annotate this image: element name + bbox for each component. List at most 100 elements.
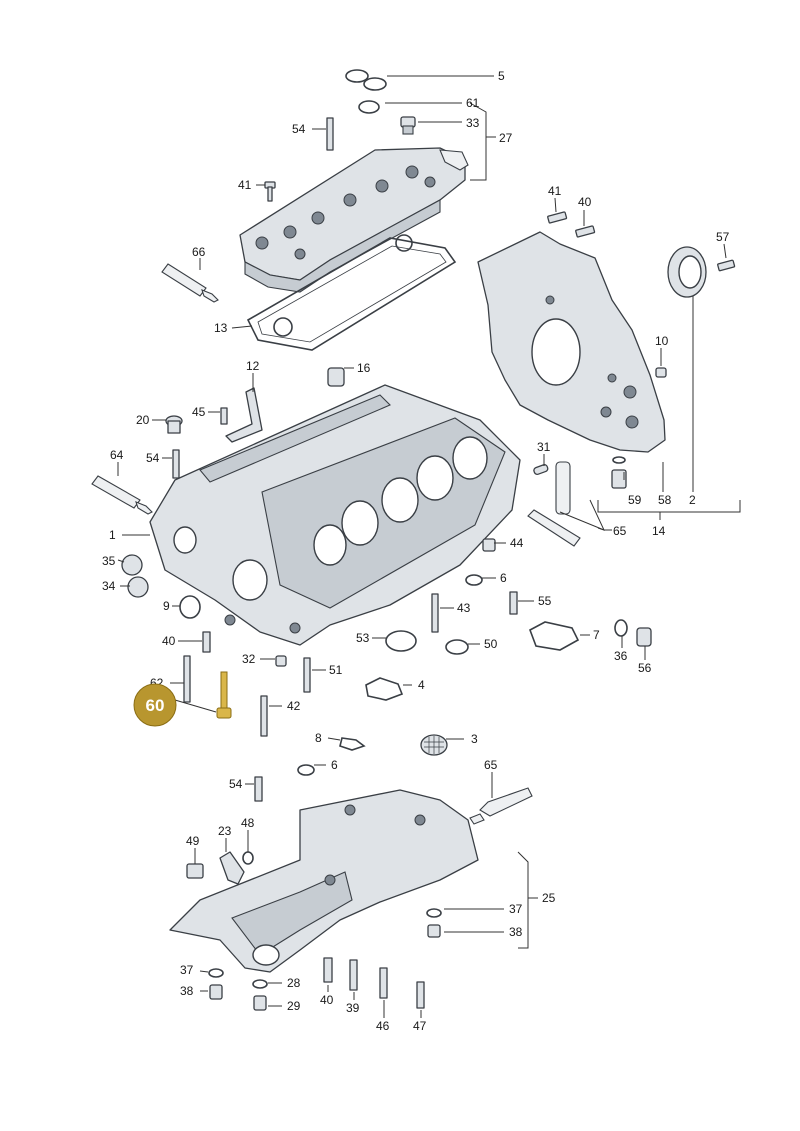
callout-43: 43 (457, 601, 471, 615)
dowel-10 (655, 367, 667, 378)
callout-40: 40 (578, 195, 592, 209)
callout-46: 46 (376, 1019, 390, 1033)
callout-53: 53 (356, 631, 370, 645)
o-ring-28 (252, 979, 268, 989)
callout-10: 10 (655, 334, 669, 348)
callout-45: 45 (192, 405, 206, 419)
bolt-42 (260, 695, 268, 737)
callout-44: 44 (510, 536, 524, 550)
gasket-13 (246, 234, 457, 351)
callout-64: 64 (110, 448, 124, 462)
callout-59: 59 (628, 493, 642, 507)
callout-16: 16 (357, 361, 371, 375)
plug-56 (636, 627, 652, 647)
seal-9 (179, 595, 201, 619)
flange-23 (219, 851, 245, 885)
o-ring-48 (242, 851, 254, 865)
callout-34: 34 (102, 579, 116, 593)
sealant-tubes-31-65 (527, 461, 581, 547)
stud-54-low (254, 776, 263, 802)
callout-41: 41 (548, 184, 562, 198)
bolt-60-highlighted (216, 671, 232, 719)
bolt-49 (186, 863, 204, 879)
bolt-46 (379, 967, 388, 999)
callout-56: 56 (638, 661, 652, 675)
callout-33: 33 (466, 116, 480, 130)
callout-54: 54 (229, 777, 243, 791)
stud-54-top (326, 117, 334, 151)
gasket-4 (365, 677, 404, 701)
o-ring-50 (445, 639, 469, 655)
callout-42: 42 (287, 699, 301, 713)
plug-34 (127, 576, 149, 598)
o-ring-37a (426, 908, 442, 918)
callout-61: 61 (466, 96, 480, 110)
callout-27: 27 (499, 131, 513, 145)
callout-3: 3 (471, 732, 478, 746)
callout-14: 14 (652, 524, 666, 538)
callout-20: 20 (136, 413, 150, 427)
callout-13: 13 (214, 321, 228, 335)
plug-35 (121, 554, 143, 576)
callout-2: 2 (689, 493, 696, 507)
callout-49: 49 (186, 834, 200, 848)
o-ring-37b (208, 968, 224, 978)
callout-55: 55 (538, 594, 552, 608)
bracket-12 (225, 387, 263, 443)
plug-59-58 (611, 456, 627, 489)
o-ring-36 (614, 619, 628, 637)
callout-37: 37 (180, 963, 194, 977)
callout-54: 54 (146, 451, 160, 465)
callout-38: 38 (180, 984, 194, 998)
callout-1: 1 (109, 528, 116, 542)
callout-41: 41 (238, 178, 252, 192)
bolt-45 (220, 407, 228, 425)
bolt-55 (509, 591, 518, 615)
callout-12: 12 (246, 359, 260, 373)
callout-35: 35 (102, 554, 116, 568)
plug-44 (482, 538, 496, 552)
callout-65: 65 (613, 524, 627, 538)
bolt-51 (303, 657, 311, 693)
callout-23: 23 (218, 824, 232, 838)
gasket-8 (339, 737, 366, 751)
callout-36: 36 (614, 649, 628, 663)
timing-cover (477, 231, 666, 453)
callout-6: 6 (500, 571, 507, 585)
gasket-7 (529, 621, 580, 651)
callout-38: 38 (509, 925, 523, 939)
leader-lines (117, 75, 741, 1018)
o-ring-6b (297, 764, 315, 776)
o-ring-6a (465, 574, 483, 586)
callout-37: 37 (509, 902, 523, 916)
plug-38a (427, 924, 441, 938)
highlight-label: 60 (146, 696, 165, 715)
bolt-43 (431, 593, 439, 633)
callout-58: 58 (658, 493, 672, 507)
highlight-callout-60: 60 (133, 683, 177, 727)
strainer-3 (420, 734, 448, 756)
plug-33 (400, 116, 416, 135)
callout-32: 32 (242, 652, 256, 666)
callout-6: 6 (331, 758, 338, 772)
sealant-tube-65-lower (469, 787, 533, 825)
bolt-40-mid (202, 631, 211, 653)
callout-39: 39 (346, 1001, 360, 1015)
callout-54: 54 (292, 122, 306, 136)
sealant-tube-64 (91, 475, 153, 515)
callout-65: 65 (484, 758, 498, 772)
callout-57: 57 (716, 230, 730, 244)
engine-block (149, 384, 521, 646)
callout-4: 4 (418, 678, 425, 692)
o-ring-61 (358, 100, 380, 114)
bolt-41-top (264, 181, 276, 202)
plug-29 (253, 995, 267, 1011)
stud-39 (349, 959, 358, 991)
callout-48: 48 (241, 816, 255, 830)
callout-9: 9 (163, 599, 170, 613)
sealant-tube-66 (161, 263, 219, 303)
stud-54-mid (172, 449, 180, 479)
callout-28: 28 (287, 976, 301, 990)
